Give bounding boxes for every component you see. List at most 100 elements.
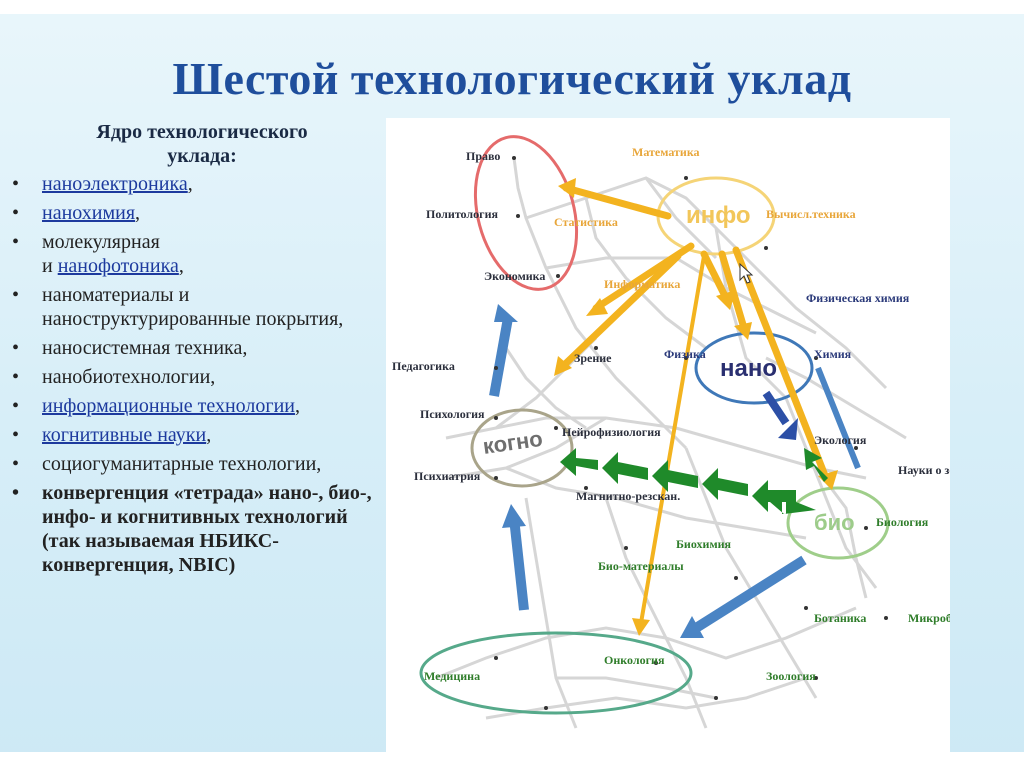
arrowhead-icon (680, 616, 704, 638)
node-botanika: Ботаника (814, 611, 866, 625)
link-infotech[interactable]: информационные технологии (42, 395, 295, 417)
green-arrow-segment (752, 480, 796, 512)
info-arrows (557, 184, 830, 625)
node-statistika: Статистика (554, 215, 618, 229)
arrowhead-icon (586, 298, 608, 316)
arrowhead-icon (502, 504, 526, 528)
bullet-icon: • (12, 173, 20, 195)
bullet-icon: • (12, 337, 20, 359)
node-psihologiya: Психология (420, 407, 485, 421)
core-heading: Ядро технологического уклада: (8, 120, 386, 168)
diagram-svg: инфо нано когно био Право Математика Пол… (392, 135, 950, 729)
list-item-nanobiotech: • нанобиотехнологии, (12, 366, 216, 388)
bullet-icon: • (12, 482, 20, 504)
green-arrow-segment (602, 452, 648, 484)
green-arrow-segment (804, 448, 828, 482)
mouse-cursor-icon (739, 262, 754, 284)
link-nanochemistry[interactable]: нанохимия (42, 202, 136, 224)
node-magnit: Магнитно-резскан. (576, 489, 680, 503)
kogno-core-ring (470, 408, 574, 488)
link-cognitive[interactable]: когнитивные науки (42, 424, 207, 446)
social-sciences-ring (473, 135, 579, 291)
arrow-info-to-medicine (639, 254, 706, 625)
arrow-info-to-bio (732, 246, 830, 482)
arrowhead-icon (734, 322, 752, 340)
list-item-nanophotonics: • молекулярная и нанофотоника, (12, 231, 184, 277)
arrowhead-icon (494, 304, 518, 322)
node-politologiya: Политология (426, 207, 498, 221)
node-himiya: Химия (814, 347, 852, 361)
list-item-cognitive: • когнитивные науки, (12, 424, 212, 446)
node-matematika: Математика (632, 145, 700, 159)
bullet-icon: • (12, 284, 20, 306)
node-biohimiya: Биохимия (676, 537, 732, 551)
core-list-panel: Ядро технологического уклада: • наноэлек… (8, 120, 386, 750)
link-nanoelectronics[interactable]: наноэлектроника (42, 173, 188, 195)
core-heading-line-1: Ядро технологического (96, 121, 308, 143)
bullet-icon: • (12, 231, 20, 253)
node-biomaterialy: Био-материалы (598, 559, 684, 573)
bullet-icon: • (12, 424, 20, 446)
blue-arrows (489, 317, 861, 633)
node-mikrobio: Микробиология (908, 611, 950, 625)
arrow-bio-to-medicine (693, 555, 807, 633)
node-ekologiya: Экология (814, 433, 867, 447)
node-fiz-himiya: Физическая химия (806, 291, 910, 305)
medicine-ring (419, 631, 693, 715)
top-margin (0, 0, 1024, 14)
node-ekonomika: Экономика (484, 269, 545, 283)
arrowhead-icon (558, 178, 576, 198)
node-biologiya: Биология (876, 515, 929, 529)
list-item-sociohumanitarian: • социогуманитарные технологии, (12, 453, 322, 475)
list-item-nanochemistry: • нанохимия, (12, 202, 141, 224)
node-medicina: Медицина (424, 669, 480, 683)
nano-core-ring (694, 331, 814, 405)
green-arrow-segment (560, 448, 598, 476)
bullet-icon: • (12, 202, 20, 224)
green-arrow-segment (652, 460, 698, 492)
arrow-info-to-kogno (557, 252, 682, 372)
bio-core-label: био (814, 510, 855, 535)
node-zrenie: Зрение (574, 351, 612, 365)
nano-core-label: нано (720, 355, 777, 382)
node-dots (494, 156, 888, 710)
arrow-kogno-to-social (489, 317, 513, 397)
arrow-info-to-bio-blue (815, 366, 861, 470)
bullet-icon: • (12, 395, 20, 417)
node-informatika: Информатика (604, 277, 680, 291)
node-pravo: Право (466, 149, 500, 163)
arrowhead-icon (554, 356, 572, 376)
bio-to-kogno-arrows (560, 448, 828, 514)
bio-core-ring (786, 486, 890, 560)
nbic-diagram: инфо нано когно био Право Математика Пол… (386, 118, 950, 752)
kogno-core-label: когно (481, 426, 544, 459)
node-onkologiya: Онкология (604, 653, 665, 667)
node-psihiatriya: Психиатрия (414, 469, 481, 483)
green-arrow-segment (702, 468, 748, 500)
bullet-icon: • (12, 453, 20, 475)
arrow-nano-to-ecology (762, 390, 790, 426)
bullet-icon: • (12, 366, 20, 388)
arrowhead-icon (632, 618, 650, 636)
arrow-info-to-social (562, 184, 672, 220)
list-item-nbic-convergence: • конвергенция «тетрада» нано-, био-, ин… (12, 482, 372, 576)
node-fizika: Физика (664, 347, 706, 361)
slide-title: Шестой технологический уклад (172, 53, 852, 104)
list-item-infotech: • информационные технологии, (12, 395, 300, 417)
node-neirofiz: Нейрофизиология (562, 425, 661, 439)
link-nanophotonics[interactable]: нанофотоника (57, 255, 179, 277)
bottom-margin (0, 752, 1024, 767)
core-technologies-list: • наноэлектроника, • нанохимия, • молеку… (8, 172, 386, 577)
list-item-nanoelectronics: • наноэлектроника, (12, 173, 193, 195)
node-nauki-zemle: Науки о земле (898, 463, 950, 477)
list-item-nanomaterials: • наноматериалы и наноструктурированные … (12, 284, 344, 330)
info-core-label: инфо (686, 202, 751, 229)
arrow-medicine-to-kogno (509, 517, 529, 611)
node-zoologiya: Зоология (766, 669, 816, 683)
node-pedagogika: Педагогика (392, 359, 455, 373)
core-heading-line-2: уклада: (167, 145, 237, 167)
arrowhead-icon (716, 290, 736, 310)
arrowhead-icon (778, 418, 798, 440)
list-item-nanosystems: • наносистемная техника, (12, 337, 248, 359)
node-vychisl: Вычисл.техника (766, 207, 856, 221)
